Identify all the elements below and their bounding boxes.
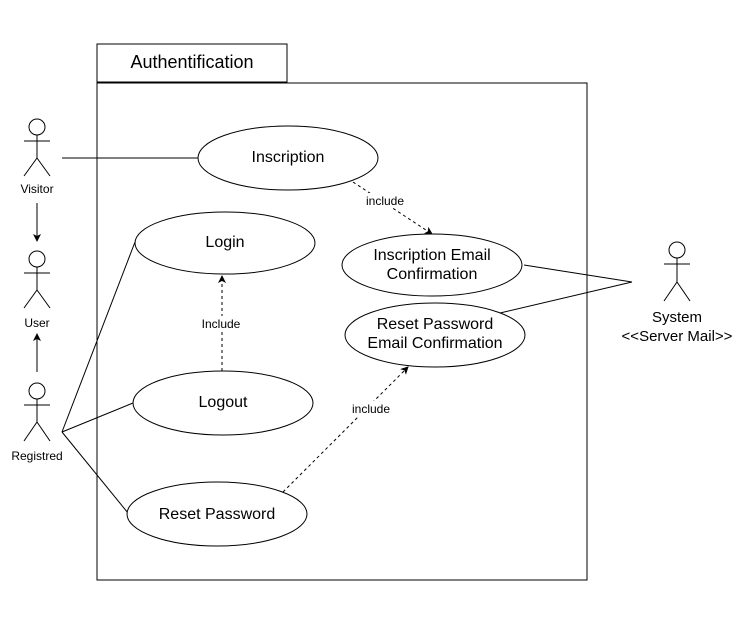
use-case-reset-email-line1: Reset Password <box>377 316 494 333</box>
include-label-inscription: include <box>363 193 407 208</box>
association-system-inscription-email <box>523 264 633 283</box>
use-case-login: Login <box>134 211 316 275</box>
use-case-reset-password: Reset Password <box>126 481 308 547</box>
actor-system-icon <box>663 241 691 302</box>
include-label-reset: include <box>349 401 393 416</box>
use-case-reset-email-line2: Email Confirmation <box>367 335 502 352</box>
actor-system-label: System <box>652 309 702 326</box>
actor-visitor: Visitor <box>20 118 54 196</box>
actor-user: User <box>23 250 51 330</box>
actor-registred-icon <box>23 382 51 442</box>
actor-system: System <<Server Mail>> <box>622 241 733 345</box>
use-case-reset-password-email-confirmation: Reset Password Email Confirmation <box>344 302 526 368</box>
include-inscription-email <box>352 181 433 235</box>
use-case-logout-label: Logout <box>199 394 248 411</box>
use-case-inscription-email-line1: Inscription Email <box>373 247 490 264</box>
use-case-inscription-email-line2: Confirmation <box>387 266 478 283</box>
include-label-reset-text: include <box>352 402 390 416</box>
association-registred-logout <box>61 402 134 433</box>
use-case-login-label: Login <box>205 234 244 251</box>
include-label-inscription-text: include <box>366 194 404 208</box>
association-registred-reset-password <box>61 431 129 514</box>
actor-registred: Registred <box>11 382 63 463</box>
use-case-logout: Logout <box>132 370 314 436</box>
boundary-title-tab: Authentification <box>96 43 288 83</box>
use-case-inscription-label: Inscription <box>252 149 325 166</box>
use-case-inscription-email-confirmation: Inscription Email Confirmation <box>341 233 523 297</box>
include-label-logout: Include <box>198 316 244 331</box>
boundary-title: Authentification <box>130 52 253 72</box>
include-label-logout-text: Include <box>202 317 241 331</box>
association-system-reset-email <box>499 281 633 314</box>
use-case-inscription: Inscription <box>197 125 379 191</box>
actor-visitor-label: Visitor <box>20 182 53 196</box>
use-case-reset-password-label: Reset Password <box>159 506 276 523</box>
association-registred-login <box>61 241 136 433</box>
actor-system-stereotype: <<Server Mail>> <box>622 328 733 345</box>
actor-user-label: User <box>24 316 49 330</box>
actor-visitor-icon <box>23 118 51 177</box>
actor-user-icon <box>23 250 51 309</box>
actor-registred-label: Registred <box>11 449 62 463</box>
